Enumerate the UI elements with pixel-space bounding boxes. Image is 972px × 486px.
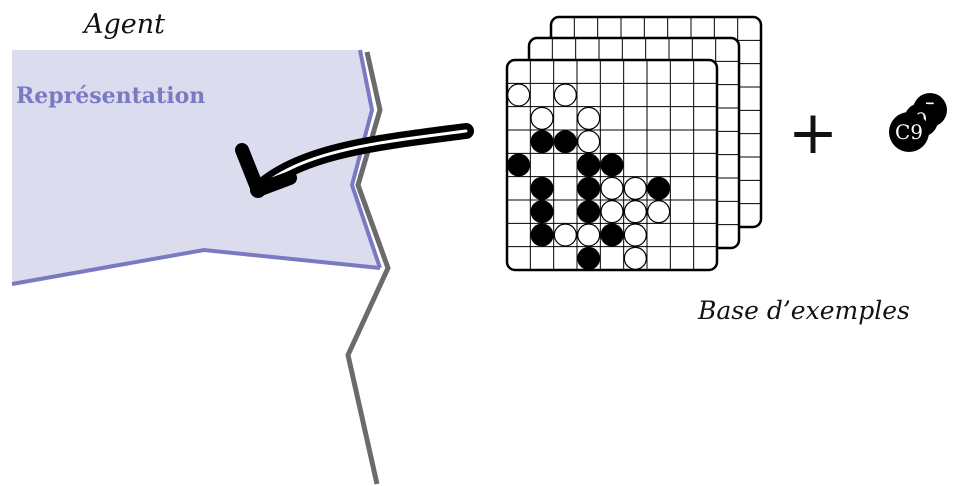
white-stone — [553, 223, 577, 247]
black-stone — [530, 223, 554, 247]
dataset-label: Base d’exemples — [697, 296, 910, 325]
black-stone — [600, 153, 624, 177]
black-stone — [507, 153, 531, 177]
agent-panel-bottom-edge — [11, 247, 381, 286]
white-stone — [647, 200, 671, 224]
move-token-front-label: C9 — [895, 120, 923, 144]
black-stone — [530, 130, 554, 154]
example-boards — [505, 15, 763, 272]
black-stone — [530, 200, 554, 224]
black-stone — [553, 130, 577, 154]
white-stone — [553, 83, 577, 107]
black-stone — [577, 176, 601, 200]
board-front — [505, 58, 719, 272]
white-stone — [600, 176, 624, 200]
black-stone — [577, 153, 601, 177]
white-stone — [577, 106, 601, 130]
black-stone — [530, 176, 554, 200]
white-stone — [577, 223, 601, 247]
move-token-front — [889, 112, 929, 152]
white-stone — [623, 246, 647, 270]
move-token-stack: 5 9 C9 — [889, 93, 947, 152]
learning-arrow — [235, 123, 474, 198]
agent-label: Agent — [81, 9, 165, 40]
representation-label: Représentation — [16, 83, 205, 109]
white-stone — [507, 83, 531, 107]
black-stone — [577, 200, 601, 224]
black-stone — [647, 176, 671, 200]
black-stone — [577, 246, 601, 270]
white-stone — [623, 200, 647, 224]
plus-sign: + — [788, 98, 838, 168]
agent-boundary-line — [345, 51, 391, 485]
white-stone — [623, 223, 647, 247]
white-stone — [530, 106, 554, 130]
white-stone — [600, 200, 624, 224]
black-stone — [600, 223, 624, 247]
white-stone — [577, 130, 601, 154]
agent-panel — [12, 50, 380, 282]
white-stone — [623, 176, 647, 200]
